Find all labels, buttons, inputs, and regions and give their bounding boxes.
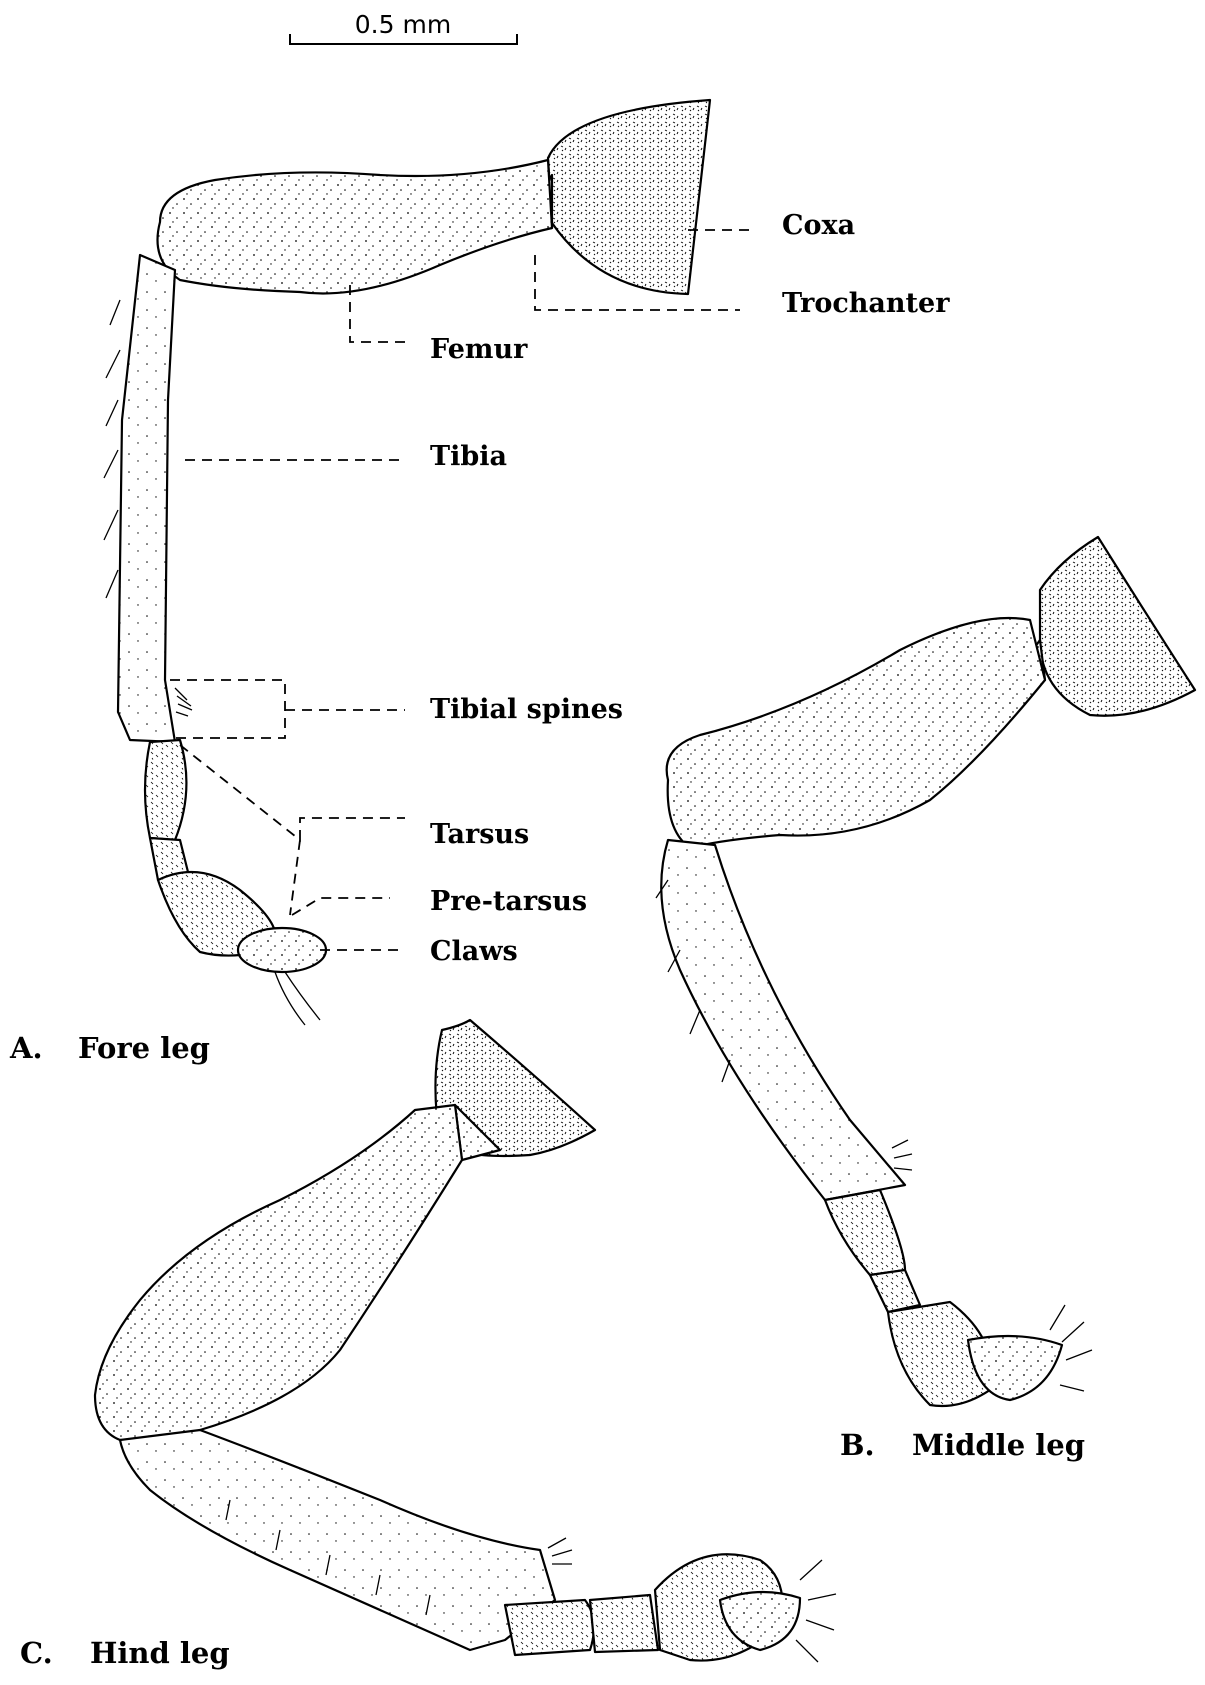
fore-leg-tibia-bristles [104,300,120,598]
panel-a-label: A. [9,1031,43,1065]
fore-leg-drawing [104,100,710,1025]
label-tarsus: Tarsus [430,819,529,850]
hind-leg-drawing [95,1020,836,1662]
hind-leg-femur [95,1105,462,1441]
fore-leg-claws [238,928,326,972]
scale-bar: 0.5 mm [290,10,517,44]
hind-leg-tibia [120,1430,555,1650]
fore-leg-claw-hairs [275,972,320,1025]
panel-b-title: Middle leg [912,1428,1085,1462]
middle-leg-tarsus-segment-1 [825,1190,905,1275]
panel-c-label: C. [20,1636,53,1670]
panel-a-title: Fore leg [78,1031,210,1065]
middle-leg-coxa [1040,537,1195,716]
middle-leg-tibia [661,840,905,1200]
fore-leg-tibial-spines [175,688,192,716]
label-tibial-spines: Tibial spines [430,694,623,725]
label-femur: Femur [430,334,528,365]
middle-leg-drawing [656,537,1195,1406]
middle-leg-tibial-spines [892,1140,912,1170]
fore-leg-coxa [548,100,710,294]
label-claws: Claws [430,936,518,967]
panel-b-label: B. [840,1428,875,1462]
hind-leg-tarsus-segment-2 [590,1595,658,1652]
label-tibia: Tibia [430,441,507,472]
scale-bar-label: 0.5 mm [355,10,451,39]
hind-leg-tibial-spines [548,1538,572,1564]
middle-leg-tarsus-segment-2 [870,1270,920,1312]
label-pre-tarsus: Pre-tarsus [430,886,587,917]
middle-leg-femur [667,618,1045,848]
panel-c-title: Hind leg [90,1636,230,1670]
fore-leg-tarsus-segment-1 [145,740,186,840]
fore-leg-femur [158,160,553,293]
label-coxa: Coxa [782,210,855,241]
fore-leg-tibia [118,255,175,742]
label-trochanter: Trochanter [782,288,950,319]
hind-leg-tarsus-segment-1 [505,1600,594,1655]
hind-leg-claw-hairs [796,1560,836,1662]
